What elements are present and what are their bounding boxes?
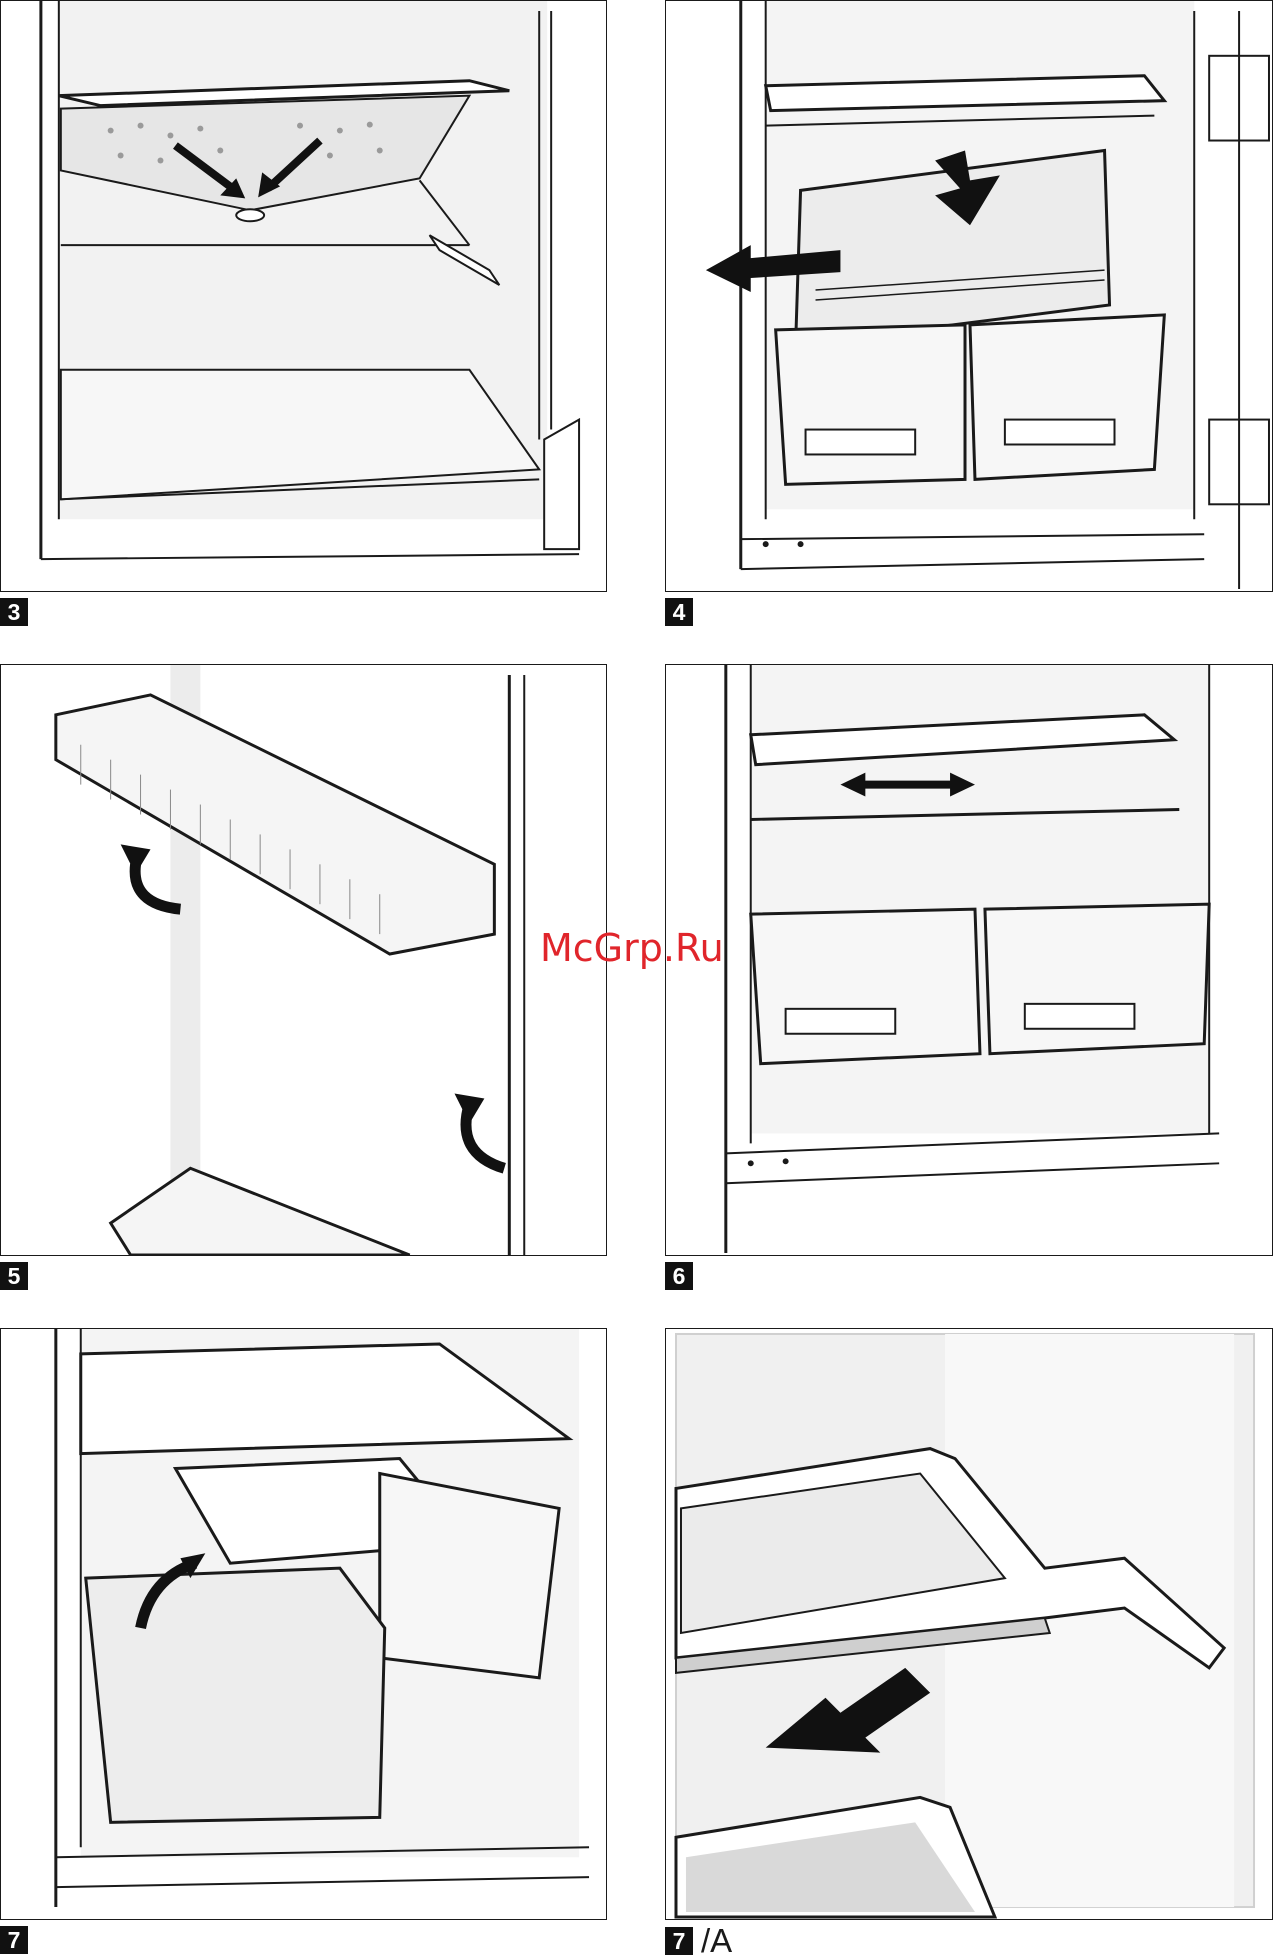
figure-7-panel bbox=[0, 1328, 607, 1920]
figure-number: 6 bbox=[665, 1262, 693, 1290]
figure-7-label: 7 bbox=[0, 1926, 28, 1954]
figure-5-label: 5 bbox=[0, 1262, 28, 1290]
figure-3-label: 3 bbox=[0, 598, 28, 626]
figure-6-label: 6 bbox=[665, 1262, 693, 1290]
figure-number: 5 bbox=[0, 1262, 28, 1290]
figure-3-illustration bbox=[1, 1, 606, 591]
figure-suffix: /A bbox=[701, 1926, 732, 1956]
figure-7-illustration bbox=[1, 1329, 606, 1919]
figure-5-illustration bbox=[1, 665, 606, 1255]
figure-6-panel bbox=[665, 664, 1273, 1256]
figure-7a-illustration bbox=[666, 1329, 1272, 1919]
figure-7a-label: 7 /A bbox=[665, 1926, 732, 1956]
figure-4-illustration bbox=[666, 1, 1272, 591]
figure-3-panel bbox=[0, 0, 607, 592]
figure-4-panel bbox=[665, 0, 1273, 592]
figure-number: 7 bbox=[665, 1927, 693, 1955]
figure-number: 7 bbox=[0, 1926, 28, 1954]
figure-5-panel bbox=[0, 664, 607, 1256]
figure-number: 4 bbox=[665, 598, 693, 626]
watermark-text: McGrp.Ru bbox=[540, 926, 724, 970]
figure-number: 3 bbox=[0, 598, 28, 626]
figure-6-illustration bbox=[666, 665, 1272, 1255]
figure-7a-panel bbox=[665, 1328, 1273, 1920]
figure-4-label: 4 bbox=[665, 598, 693, 626]
